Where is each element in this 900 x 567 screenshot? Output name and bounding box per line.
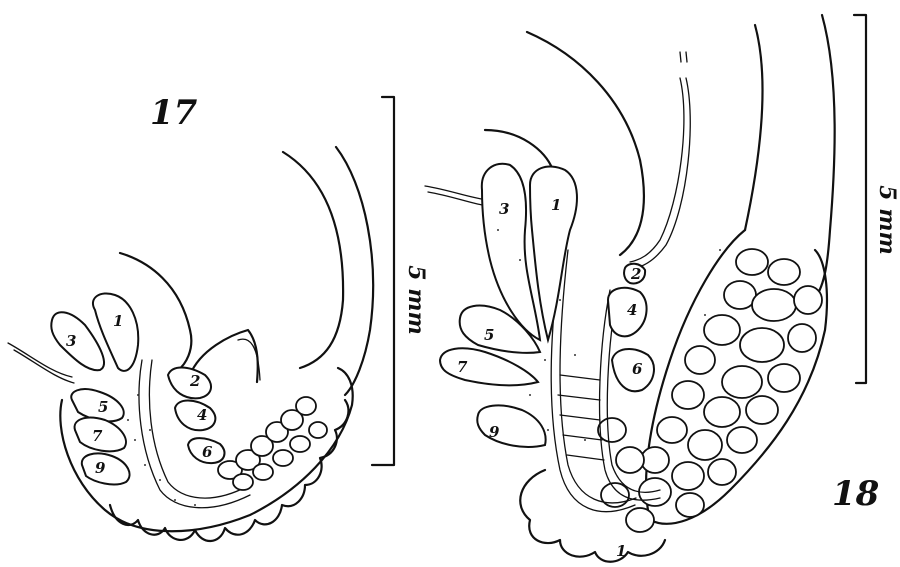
figure-17-number: 17 (150, 93, 198, 133)
figure-17: 17 5 mm (8, 93, 429, 541)
fig17-lobe-6: 6 (202, 443, 213, 461)
fig18-lobe-3: 3 (499, 200, 509, 218)
fig17-lobe-5: 5 (98, 398, 108, 416)
fig18-lobe-4: 4 (627, 301, 637, 319)
figure-18: 18 5 mm (425, 15, 900, 562)
fig18-bottom-lobe-1: 1 (616, 542, 626, 560)
fig18-lobe-9: 9 (489, 423, 500, 441)
fig17-lobe-2: 2 (189, 372, 200, 390)
figure-18-number: 18 (832, 474, 879, 514)
fig17-lobe-7: 7 (92, 427, 103, 445)
fig18-lobe-7: 7 (457, 358, 468, 376)
fig17-lobe-4: 4 (197, 406, 207, 424)
fig18-lobe-1: 1 (551, 196, 561, 214)
figure-17-scale-label: 5 mm (403, 265, 429, 335)
fig17-lobe-9: 9 (95, 459, 106, 477)
figure-17-scale-bar: 5 mm (372, 97, 429, 465)
fig18-lobe-2: 2 (630, 265, 641, 283)
figure-18-scale-bar: 5 mm (854, 15, 900, 383)
figure-18-scale-label: 5 mm (874, 185, 900, 255)
fig18-lobe-6: 6 (632, 360, 643, 378)
fig17-lobe-1: 1 (113, 312, 123, 330)
fig17-lobe-3: 3 (66, 332, 76, 350)
fig18-lobe-5: 5 (484, 326, 494, 344)
